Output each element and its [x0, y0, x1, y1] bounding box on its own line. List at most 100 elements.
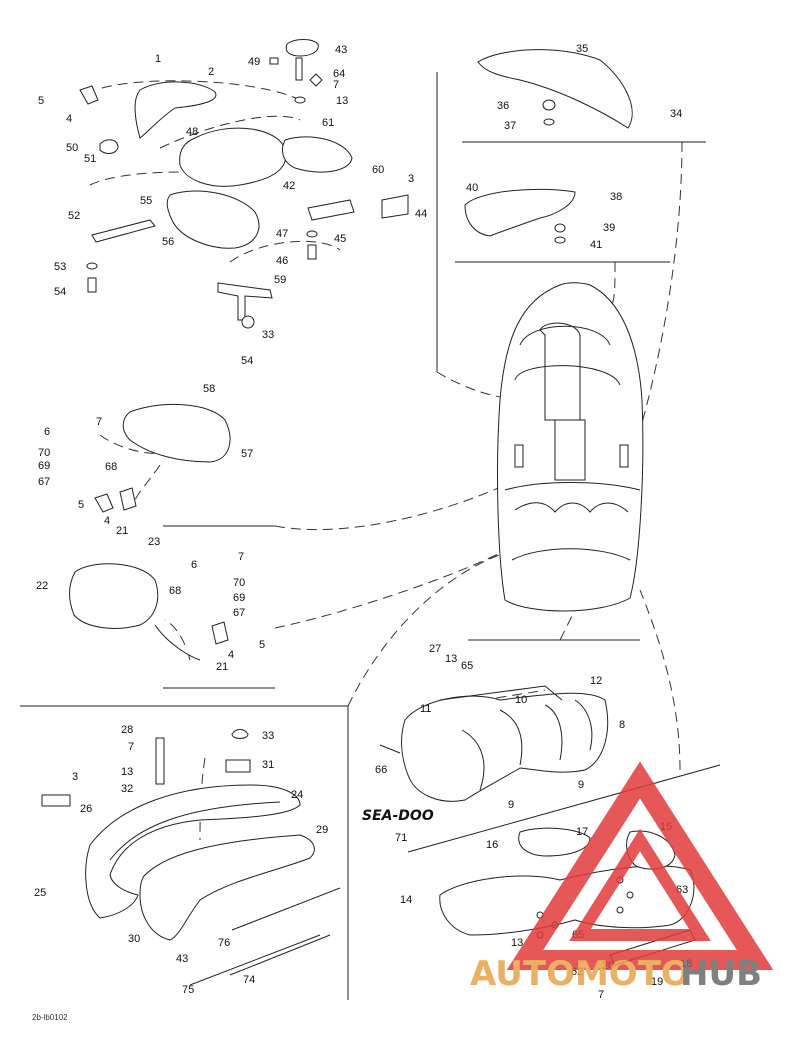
- top-left-assembly: [79, 39, 409, 329]
- callout-1: 1: [155, 53, 161, 65]
- callout-76: 76: [218, 937, 230, 949]
- callout-31: 31: [262, 759, 274, 771]
- callout-22: 22: [36, 580, 48, 592]
- callout-49: 49: [248, 56, 260, 68]
- callout-48: 48: [186, 126, 198, 138]
- callout-13-2: 13: [445, 653, 457, 665]
- callout-47: 47: [276, 228, 288, 240]
- callout-7-2: 7: [96, 416, 102, 428]
- callout-33-2: 33: [262, 730, 274, 742]
- callout-40: 40: [466, 182, 478, 194]
- callout-33: 33: [262, 329, 274, 341]
- callout-51: 51: [84, 153, 96, 165]
- callout-8: 8: [619, 719, 625, 731]
- callout-13: 13: [336, 95, 348, 107]
- callout-46: 46: [276, 255, 288, 267]
- callout-43-2: 43: [176, 953, 188, 965]
- callout-44: 44: [415, 208, 427, 220]
- callout-7-5: 7: [598, 989, 604, 1001]
- callout-39: 39: [603, 222, 615, 234]
- callout-4: 4: [66, 113, 72, 125]
- callout-19: 19: [651, 976, 663, 988]
- callout-67: 67: [38, 476, 50, 488]
- callout-45: 45: [334, 233, 346, 245]
- callout-67-2: 67: [233, 607, 245, 619]
- callout-54: 54: [54, 286, 66, 298]
- callout-54-2: 54: [241, 355, 253, 367]
- callout-5: 5: [38, 95, 44, 107]
- callout-27: 27: [429, 643, 441, 655]
- callout-68-2: 68: [169, 585, 181, 597]
- main-seat: [379, 685, 609, 802]
- callout-61: 61: [322, 117, 334, 129]
- callout-5-3: 5: [259, 639, 265, 651]
- callout-6: 6: [44, 426, 50, 438]
- callout-68: 68: [105, 461, 117, 473]
- callout-70: 70: [38, 447, 50, 459]
- callout-23: 23: [148, 536, 160, 548]
- callout-69: 69: [38, 460, 50, 472]
- callout-labels: 1233444555667777789910111213131313141516…: [34, 43, 692, 1001]
- seat-base: [439, 827, 696, 966]
- callout-17: 17: [576, 826, 588, 838]
- callout-6-2: 6: [191, 559, 197, 571]
- callout-70-2: 70: [233, 577, 245, 589]
- callout-11: 11: [420, 703, 431, 715]
- callout-66: 66: [375, 764, 387, 776]
- drawing-code: 2b-lb0102: [32, 1013, 68, 1022]
- callout-35: 35: [576, 43, 588, 55]
- callout-75: 75: [182, 984, 194, 996]
- callout-37: 37: [504, 120, 516, 132]
- callout-26: 26: [80, 803, 92, 815]
- callout-28: 28: [121, 724, 133, 736]
- callout-57: 57: [241, 448, 253, 460]
- callout-10: 10: [515, 694, 527, 706]
- callout-30: 30: [128, 933, 140, 945]
- callout-13-3: 13: [121, 766, 133, 778]
- callout-29: 29: [316, 824, 328, 836]
- callout-9-2: 9: [578, 779, 584, 791]
- callout-21: 21: [116, 525, 128, 537]
- callout-3: 3: [408, 173, 414, 185]
- callout-4-3: 4: [228, 649, 234, 661]
- svg-text:SEA-DOO: SEA-DOO: [362, 808, 434, 824]
- callout-4-2: 4: [104, 515, 110, 527]
- callout-25: 25: [34, 887, 46, 899]
- watermark-text-left: AUTOMOTO: [470, 954, 690, 994]
- callout-59: 59: [274, 274, 286, 286]
- callout-38: 38: [610, 191, 622, 203]
- callout-32: 32: [121, 783, 133, 795]
- mid-left-seat: [69, 404, 231, 661]
- hull-top-view: [497, 282, 644, 612]
- callout-7-3: 7: [238, 551, 244, 563]
- callout-64: 64: [333, 68, 345, 80]
- callout-42: 42: [283, 180, 295, 192]
- callout-24: 24: [291, 789, 303, 801]
- callout-7-4: 7: [128, 741, 134, 753]
- callout-21-2: 21: [216, 661, 228, 673]
- callout-36: 36: [497, 100, 509, 112]
- callout-65: 65: [461, 660, 473, 672]
- callout-12: 12: [590, 675, 602, 687]
- callout-5-2: 5: [78, 499, 84, 511]
- watermark-text-right: HUB: [680, 954, 762, 994]
- storage-covers: [464, 49, 633, 244]
- callout-50: 50: [66, 142, 78, 154]
- callout-60: 60: [372, 164, 384, 176]
- callout-52: 52: [68, 210, 80, 222]
- callout-43: 43: [335, 44, 347, 56]
- callout-34: 34: [670, 108, 682, 120]
- brand-logo: SEA-DOO: [362, 808, 434, 824]
- callout-13-4: 13: [511, 937, 523, 949]
- callout-53: 53: [54, 261, 66, 273]
- callout-7: 7: [333, 79, 339, 91]
- callout-3-2: 3: [72, 771, 78, 783]
- callout-58: 58: [203, 383, 215, 395]
- section-dividers: [20, 72, 721, 1000]
- callout-14: 14: [400, 894, 412, 906]
- callout-2: 2: [208, 66, 214, 78]
- callout-74: 74: [243, 974, 255, 986]
- watermark: AUTOMOTO HUB: [470, 761, 774, 994]
- callout-55: 55: [140, 195, 152, 207]
